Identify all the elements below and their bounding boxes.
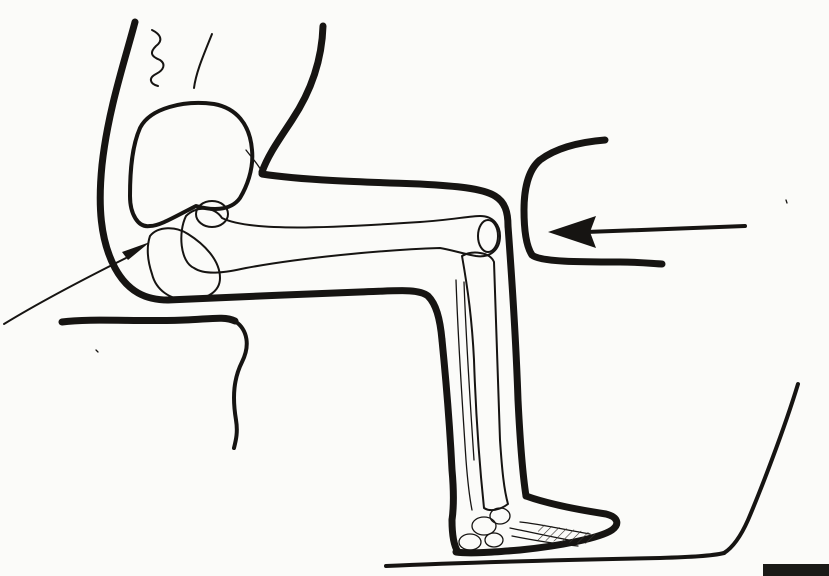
force-arrow-head [548,216,596,248]
pelvis-bone [130,103,252,226]
femoral-head [196,201,228,227]
back-and-buttock-outline [100,22,168,300]
corner-dark-block [763,564,829,576]
shin-back-outline [442,340,454,520]
rib-stroke [194,34,212,88]
panel-slant-line [724,384,798,553]
floor-line [386,553,724,566]
spine-vertebrae [151,30,164,86]
sketch-mark [786,200,787,203]
sketch-mark [96,350,98,352]
shin-front-outline [508,226,526,496]
pelvis-lower [148,228,220,300]
patella [478,220,498,252]
force-arrow-shaft [586,226,745,232]
chair-front-edge [234,321,247,448]
foot-heel [452,520,458,552]
chair-seat [62,318,235,322]
pointer-arrow-head [122,242,150,260]
upper-body-front-outline [262,26,323,172]
femur-bone [181,209,500,273]
pointer-line [4,258,126,324]
thigh-top-outline [262,174,508,226]
